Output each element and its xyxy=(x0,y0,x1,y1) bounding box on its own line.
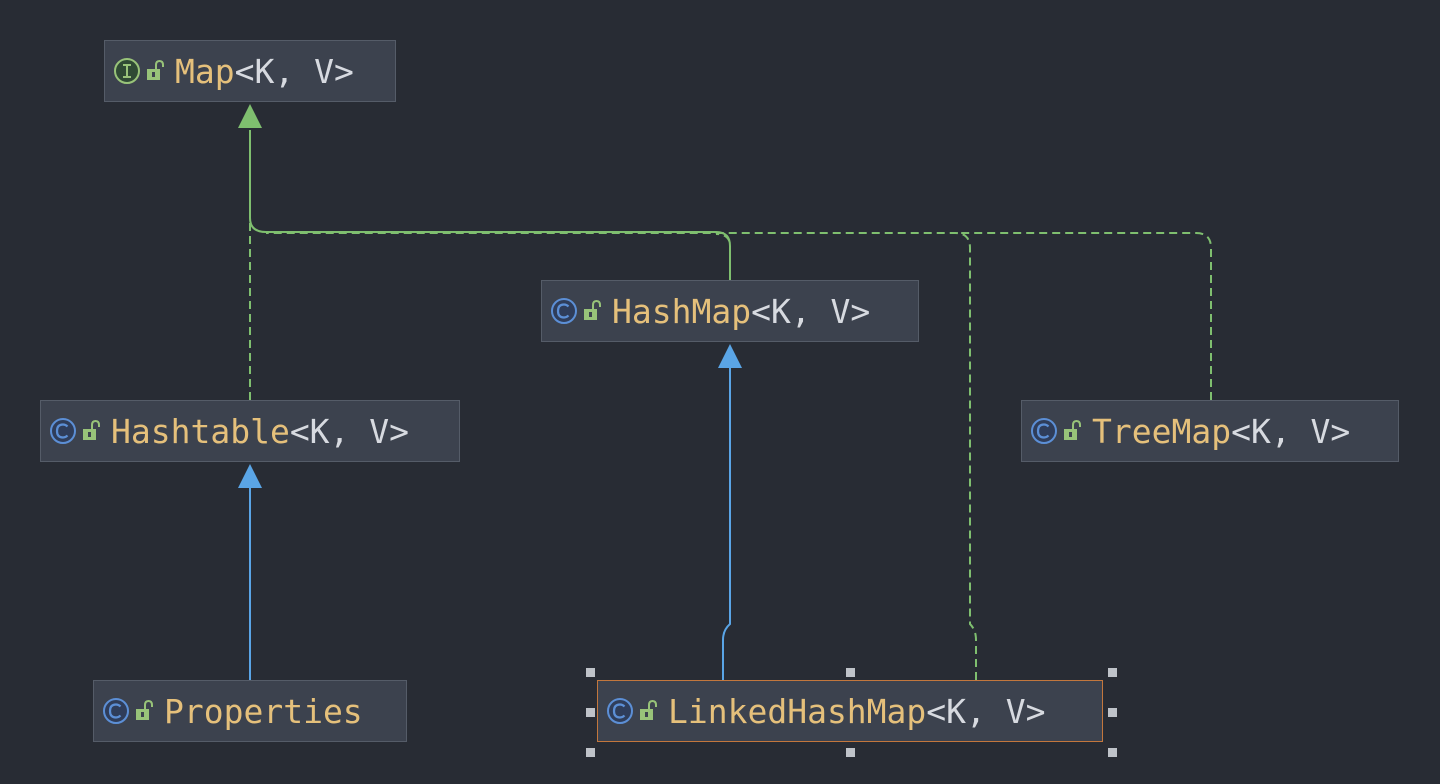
class-name: TreeMap xyxy=(1092,411,1232,451)
edge-hashmap-implements-map[interactable] xyxy=(715,233,731,280)
class-icon xyxy=(1031,418,1057,444)
generic-params: <K, V> xyxy=(1231,411,1351,451)
class-name: LinkedHashMap xyxy=(668,691,927,731)
node-hashmap[interactable]: HashMap<K, V> xyxy=(541,280,919,342)
generic-params: <K, V> xyxy=(234,51,354,91)
class-name: Map xyxy=(175,51,235,91)
lock-open-icon xyxy=(136,700,153,720)
node-properties[interactable]: Properties xyxy=(93,680,407,742)
resize-handle-left[interactable] xyxy=(586,708,595,717)
node-linkedhashmap[interactable]: LinkedHashMap<K, V> xyxy=(597,680,1103,742)
interface-icon xyxy=(114,58,140,84)
implements-arrowhead-map xyxy=(238,104,262,128)
lock-open-icon xyxy=(640,700,657,720)
class-icon xyxy=(607,698,633,724)
resize-handle-top-left[interactable] xyxy=(586,668,595,677)
lock-open-icon xyxy=(584,300,601,320)
class-name: HashMap xyxy=(612,291,752,331)
resize-handle-bottom-right[interactable] xyxy=(1108,748,1117,757)
resize-handle-bottom[interactable] xyxy=(846,748,855,757)
class-name: Properties xyxy=(164,691,363,731)
edge-linkedhashmap-implements-map[interactable] xyxy=(266,232,977,680)
lock-open-icon xyxy=(83,420,100,440)
resize-handle-bottom-left[interactable] xyxy=(586,748,595,757)
class-icon xyxy=(103,698,129,724)
generic-params: <K, V> xyxy=(289,411,410,451)
edge-map-implements-trunk[interactable] xyxy=(249,130,731,280)
class-icon xyxy=(50,418,76,444)
edge-treemap-implements-map[interactable] xyxy=(960,232,1212,400)
lock-open-icon xyxy=(147,60,164,80)
resize-handle-top[interactable] xyxy=(846,668,855,677)
extends-arrowhead-hashmap xyxy=(718,344,742,368)
node-map[interactable]: Map<K, V> xyxy=(104,40,396,102)
lock-open-icon xyxy=(1064,420,1081,440)
class-icon xyxy=(551,298,577,324)
edge-linkedhashmap-extends-hashmap[interactable] xyxy=(722,366,731,680)
node-treemap[interactable]: TreeMap<K, V> xyxy=(1021,400,1399,462)
class-name: Hashtable xyxy=(111,411,290,451)
node-hashtable[interactable]: Hashtable<K, V> xyxy=(40,400,460,462)
generic-params: <K, V> xyxy=(751,291,871,331)
resize-handle-top-right[interactable] xyxy=(1108,668,1117,677)
resize-handle-right[interactable] xyxy=(1108,708,1117,717)
extends-arrowhead-hashtable xyxy=(238,464,262,488)
generic-params: <K, V> xyxy=(926,691,1046,731)
